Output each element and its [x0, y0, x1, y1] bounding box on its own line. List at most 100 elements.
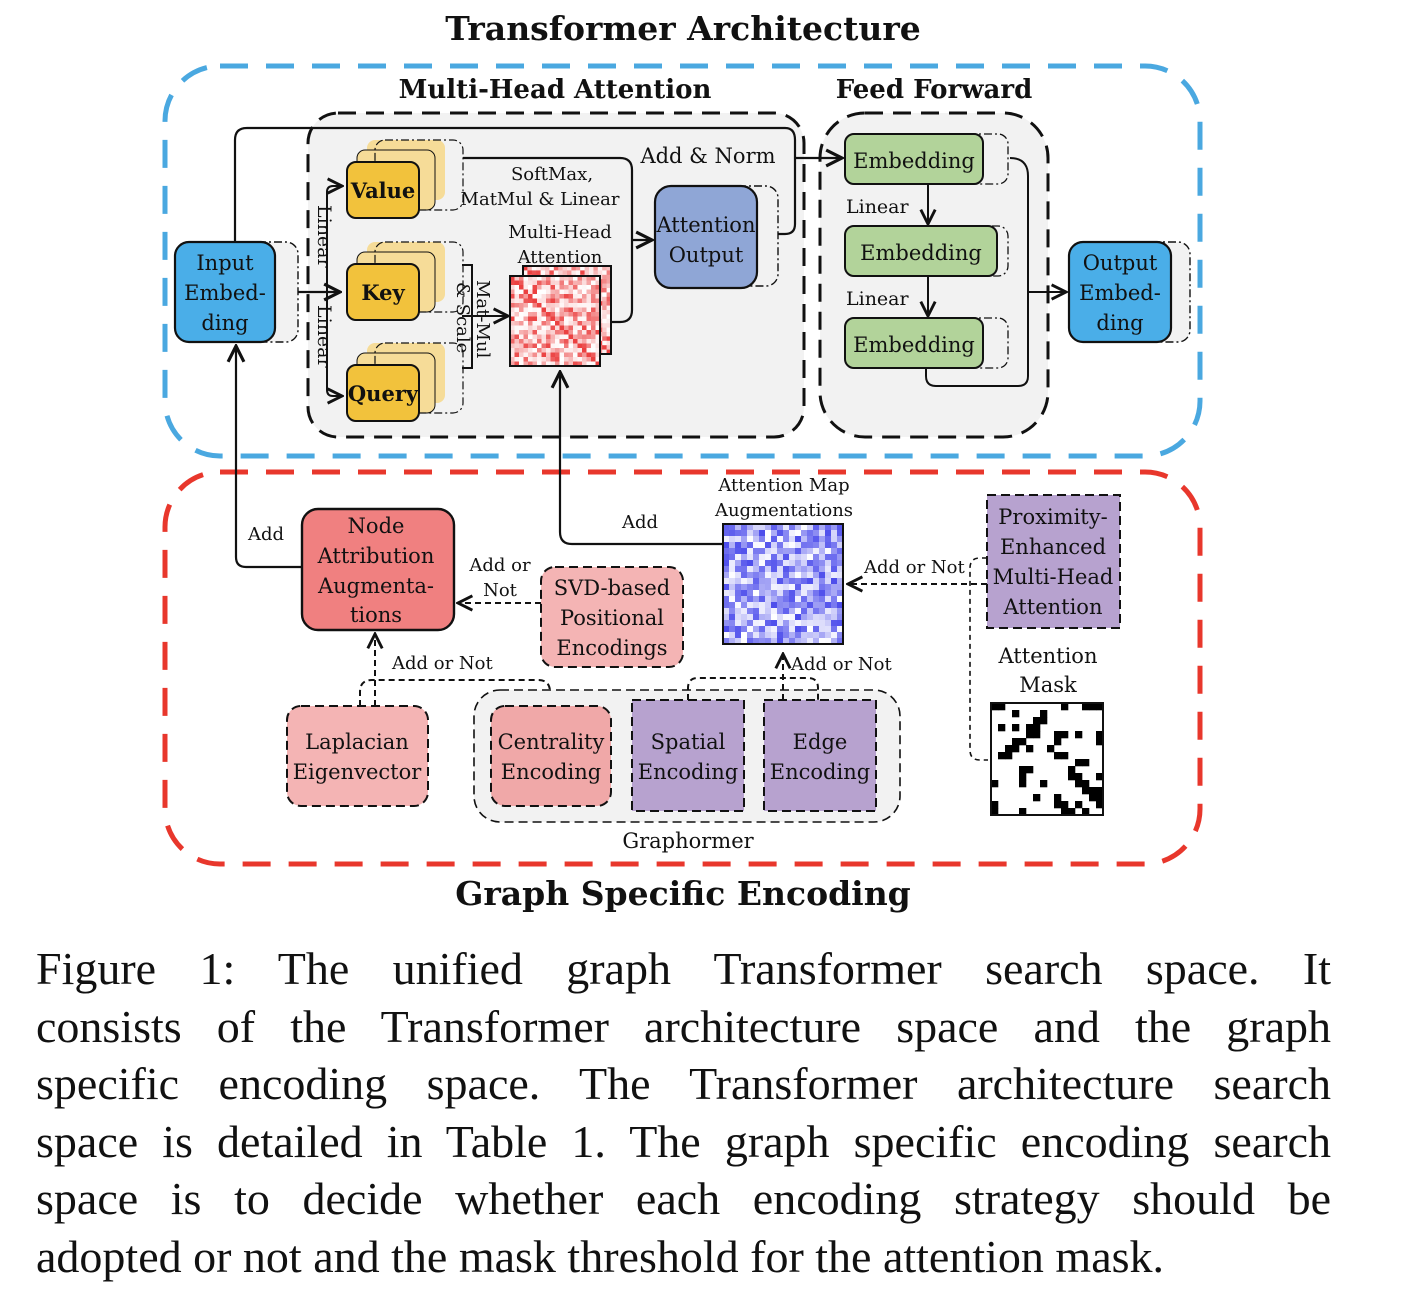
- heatmap-cell: [807, 608, 814, 615]
- heatmap-cell: [531, 266, 537, 271]
- heatmap-cell: [753, 584, 760, 591]
- heatmap-cell: [789, 584, 796, 591]
- heatmap-cell: [549, 270, 555, 276]
- heatmap-cell: [559, 307, 565, 313]
- heatmap-cell: [537, 280, 542, 286]
- attention-output-node: Attention Output: [653, 184, 779, 290]
- edge-label-1: Edge: [793, 730, 848, 754]
- heatmap-cell: [795, 530, 802, 537]
- heatmap-cell: [729, 590, 736, 597]
- heatmap-cell: [606, 327, 612, 333]
- heatmap-cell: [765, 530, 772, 537]
- heatmap-cell: [777, 584, 784, 591]
- proximity-label-1: Proximity-: [998, 505, 1107, 529]
- heatmap-cell: [789, 530, 796, 537]
- heatmap-cell: [510, 339, 515, 344]
- heatmap-cell: [532, 294, 538, 299]
- heatmap-cell: [602, 332, 607, 337]
- heatmap-cell: [729, 632, 736, 639]
- heatmap-cell: [753, 608, 760, 615]
- heatmap-cell: [783, 608, 790, 615]
- heatmap-cell: [532, 285, 538, 290]
- heatmap-cell: [741, 554, 748, 561]
- heatmap-cell: [729, 584, 736, 591]
- heatmap-cell: [783, 560, 790, 567]
- heatmap-cell: [831, 572, 838, 579]
- heatmap-cell: [807, 566, 814, 573]
- heatmap-cell: [819, 524, 826, 531]
- heatmap-cell: [555, 294, 560, 299]
- heatmap-cell: [825, 566, 832, 573]
- heatmap-cell: [582, 330, 587, 335]
- heatmap-cell: [559, 357, 565, 362]
- key-label: Key: [361, 280, 405, 305]
- proximity-label-4: Attention: [1003, 595, 1103, 619]
- heatmap-cell: [777, 638, 784, 645]
- heatmap-cell: [523, 330, 529, 335]
- heatmap-cell: [595, 321, 601, 326]
- query-label: Query: [348, 381, 419, 406]
- heatmap-cell: [523, 280, 529, 286]
- heatmap-cell: [723, 620, 730, 627]
- mask-cell: [1075, 731, 1083, 739]
- heatmap-cell: [523, 294, 529, 299]
- residual-connection-line: [233, 126, 797, 242]
- proximity-label-3: Multi-Head: [993, 565, 1114, 589]
- heatmap-cell: [602, 283, 607, 289]
- heatmap-cell: [837, 554, 844, 561]
- heatmap-cell: [514, 289, 520, 295]
- heatmap-cell: [573, 307, 578, 313]
- heatmap-cell: [819, 620, 826, 627]
- heatmap-cell: [759, 560, 766, 567]
- heatmap-cell: [591, 357, 596, 362]
- heatmap-cell: [519, 276, 524, 281]
- heatmap-cell: [807, 530, 814, 537]
- mask-cell: [1054, 801, 1062, 809]
- heatmap-cell: [602, 323, 607, 328]
- heatmap-cell: [771, 548, 778, 555]
- heatmap-cell: [747, 542, 754, 549]
- heatmap-cell: [559, 294, 565, 299]
- attention-map-aug-label-1: Attention Map: [717, 475, 849, 496]
- heatmap-cell: [510, 316, 515, 322]
- heatmap-cell: [559, 334, 565, 340]
- heatmap-cell: [807, 632, 814, 639]
- heatmap-cell: [795, 548, 802, 555]
- heatmap-cell: [813, 596, 820, 603]
- heatmap-cell: [789, 596, 796, 603]
- mask-cell: [1089, 703, 1097, 711]
- proximity-enhanced-mha-node: Proximity- Enhanced Multi-Head Attention: [986, 494, 1121, 629]
- heatmap-cell: [789, 638, 796, 645]
- heatmap-cell: [568, 325, 574, 331]
- heatmap-cell: [519, 321, 524, 326]
- caption-line: specific encoding space. The Transformer…: [36, 1058, 1331, 1109]
- mask-cell: [1089, 787, 1097, 795]
- heatmap-cell: [510, 303, 515, 308]
- heatmap-cell: [819, 602, 826, 609]
- mask-cell: [1040, 780, 1048, 788]
- mask-cell: [1033, 794, 1041, 802]
- heatmap-cell: [523, 325, 529, 331]
- figure-diagram: Transformer Architecture Graph Specific …: [162, 9, 1203, 913]
- svd-label-1: SVD-based: [554, 576, 670, 600]
- heatmap-cell: [564, 352, 569, 358]
- heatmap-cell: [541, 294, 547, 299]
- heatmap-cell: [795, 590, 802, 597]
- heatmap-cell: [813, 554, 820, 561]
- heatmap-cell: [595, 298, 601, 304]
- heatmap-cell: [759, 632, 766, 639]
- heatmap-cell: [837, 596, 844, 603]
- heatmap-cell: [735, 536, 742, 543]
- heatmap-cell: [801, 524, 808, 531]
- mask-cell: [1089, 794, 1097, 802]
- heatmap-cell: [532, 361, 538, 367]
- heatmap-cell: [606, 345, 612, 350]
- heatmap-cell: [591, 352, 596, 358]
- heatmap-cell: [807, 554, 814, 561]
- heatmap-cell: [537, 334, 542, 340]
- heatmap-cell: [777, 602, 784, 609]
- heatmap-cell: [825, 572, 832, 579]
- heatmap-cell: [765, 626, 772, 633]
- heatmap-cell: [537, 307, 542, 313]
- mask-cell: [1082, 759, 1090, 767]
